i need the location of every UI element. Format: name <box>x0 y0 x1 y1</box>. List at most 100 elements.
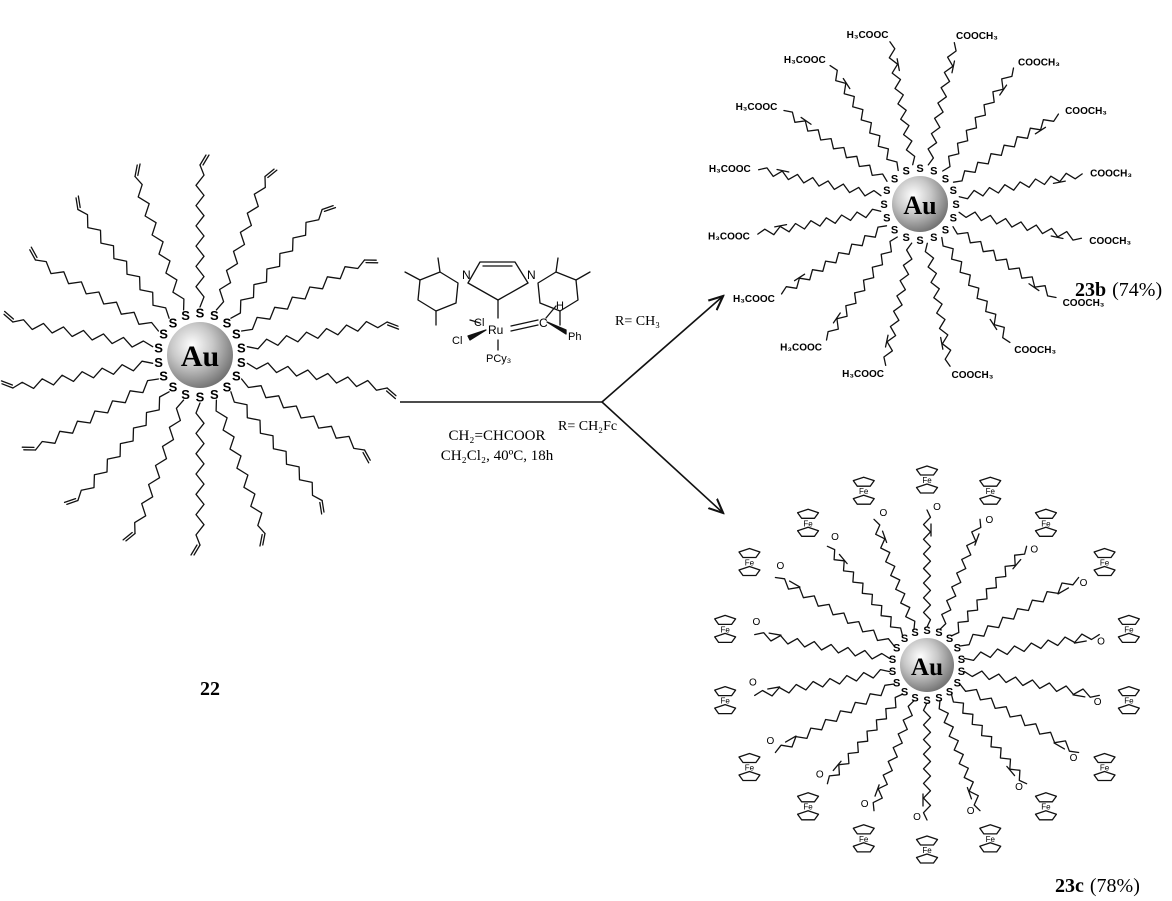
internal-alkene <box>1034 126 1047 135</box>
sulfur-atom: S <box>923 625 930 637</box>
iron-center: Fe <box>720 625 730 634</box>
ester-chain <box>825 236 898 341</box>
ferrocene-group: Fe <box>796 508 820 537</box>
internal-alkene <box>884 334 889 348</box>
terminal-alkene-second-bond <box>190 544 198 556</box>
sulfur-atom: S <box>916 163 923 175</box>
reaction-arrow <box>400 297 722 512</box>
compound-23b-chains <box>757 41 1083 367</box>
ester-chain <box>938 700 981 812</box>
sulfur-atom: S <box>210 308 219 323</box>
sulfur-atom: S <box>223 315 232 330</box>
terminal-alkene <box>29 249 37 261</box>
ester-chain <box>774 683 895 754</box>
internal-alkene <box>1006 765 1016 777</box>
cyclopentadienyl-ring <box>738 547 761 559</box>
ferrocene-group: Fe <box>714 614 737 644</box>
terminal-alkene <box>75 197 79 211</box>
alkyl-chain <box>12 360 154 390</box>
ester-chain <box>826 693 904 785</box>
cyclopentadienyl-ring <box>915 853 939 864</box>
methyl-ester-end: COOCH₃ <box>956 31 998 42</box>
iron-center: Fe <box>1041 519 1051 528</box>
terminal-alkene <box>1 383 14 389</box>
internal-alkene <box>784 735 797 743</box>
arrow-upper-branch <box>601 297 722 403</box>
methyl-ester-end: H₃COOC <box>736 102 778 113</box>
sulfur-atom: S <box>935 693 942 705</box>
alkyl-chain <box>12 319 154 348</box>
ester-chain <box>958 211 1083 241</box>
internal-alkene <box>974 533 980 546</box>
ester-chain <box>939 518 982 630</box>
core-label-23c: Au <box>911 654 943 681</box>
catalyst-ring-left <box>467 282 499 301</box>
cyclopentadienyl-ring <box>738 770 761 782</box>
alkyl-chain <box>77 391 170 502</box>
alkyl-chain <box>134 399 185 535</box>
ester-carbonyl-o: O <box>913 812 921 823</box>
internal-alkene <box>966 786 973 800</box>
ester-carbonyl-o: O <box>861 799 869 810</box>
ester-chain <box>952 226 1057 299</box>
cyclopentadienyl-ring <box>1117 632 1140 644</box>
iron-center: Fe <box>745 559 755 568</box>
terminal-alkene-second-bond <box>122 531 133 541</box>
alkyl-chain <box>77 208 170 319</box>
sulfur-atom: S <box>181 308 190 323</box>
grubbs-catalyst: N N Cl Cl Ru C H Ph PCy₃ <box>404 257 591 365</box>
cyclopentadienyl-ring <box>1117 614 1140 626</box>
catalyst-cl-top: Cl <box>474 317 484 329</box>
cyclopentadienyl-ring <box>1093 547 1116 559</box>
iron-center: Fe <box>803 803 813 812</box>
internal-alkene <box>767 686 781 690</box>
compound-22-label: 22 <box>200 678 220 700</box>
r-group-methyl: R= CH₃ <box>615 314 660 329</box>
iron-center: Fe <box>922 846 932 855</box>
methyl-ester-end: COOCH₃ <box>1089 236 1131 247</box>
sulfur-atom: S <box>232 327 241 342</box>
ester-chain <box>922 509 932 628</box>
internal-alkene <box>838 553 848 565</box>
terminal-alkene <box>3 313 14 323</box>
internal-alkene <box>896 58 900 72</box>
ester-carbonyl-o: O <box>1094 697 1102 708</box>
cyclopentadienyl-ring <box>738 752 761 764</box>
sulfur-atom: S <box>893 677 900 689</box>
compound-23c-chains <box>754 509 1100 821</box>
internal-alkene <box>776 168 790 173</box>
iron-center: Fe <box>1041 803 1051 812</box>
terminal-alkene <box>264 168 275 178</box>
ester-chain <box>872 700 915 812</box>
cyclopentadienyl-ring <box>714 703 737 715</box>
sulfur-atom: S <box>930 166 937 178</box>
cyclopentadienyl-ring <box>1093 565 1116 577</box>
iron-center: Fe <box>986 835 996 844</box>
reagent-acrylate: CH₂=CHCOOR <box>448 428 545 444</box>
ester-carbonyl-o: O <box>1097 636 1105 647</box>
ferrocene-group: Fe <box>852 476 875 505</box>
alkyl-chain <box>230 208 323 319</box>
cyclopentadienyl-ring <box>796 508 820 519</box>
compound-23b-ester-ends: COOCH₃COOCH₃COOCH₃COOCH₃COOCH₃COOCH₃COOC… <box>708 30 1132 381</box>
cyclopentadienyl-ring <box>714 632 737 644</box>
terminal-alkene-second-bond <box>137 163 141 177</box>
ester-chain <box>950 545 1028 637</box>
sulfur-atom: S <box>891 224 898 236</box>
cyclopentadienyl-ring <box>1034 810 1058 821</box>
cyclopentadienyl-ring <box>1034 792 1058 803</box>
cyclopentadienyl-ring <box>915 483 939 494</box>
terminal-alkene <box>363 449 371 461</box>
internal-alkene <box>1012 558 1022 570</box>
alkyl-chain <box>240 378 366 451</box>
catalyst-n-right: N <box>527 268 536 282</box>
cyclopentadienyl-ring <box>1034 526 1058 537</box>
cyclopentadienyl-ring <box>979 824 1002 835</box>
internal-alkene <box>940 336 944 350</box>
ester-carbonyl-o: O <box>816 769 824 780</box>
ester-chain <box>829 64 899 172</box>
gold-nanoparticle-22 <box>167 322 233 388</box>
internal-alkene <box>832 312 841 324</box>
terminal-alkene-second-bond <box>385 390 397 400</box>
methyl-ester-end: COOCH₃ <box>1065 106 1107 117</box>
